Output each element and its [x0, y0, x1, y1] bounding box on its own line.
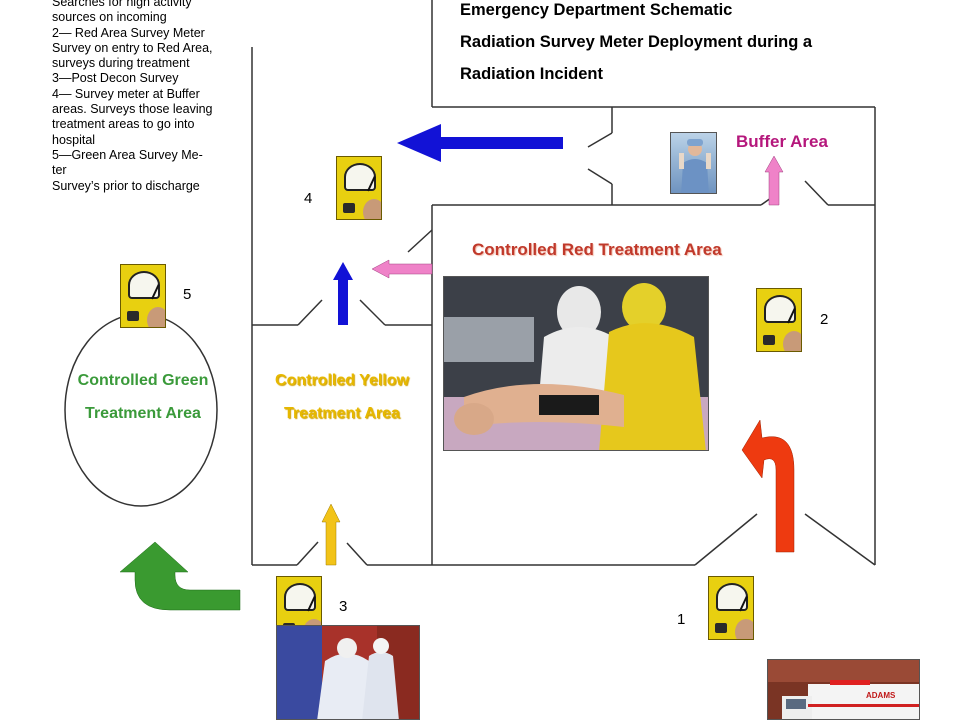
legend-line: hospital	[52, 132, 96, 147]
survey-meter-icon	[120, 264, 166, 328]
meter-number-1: 1	[677, 611, 686, 628]
meter-number-4: 4	[304, 190, 313, 207]
legend-line: 2— Red Area Survey Meter	[52, 25, 205, 40]
ambulance-text: ADAMS	[866, 691, 896, 700]
legend-line: treatment areas to go into	[52, 117, 195, 132]
survey-meter-icon	[708, 576, 754, 640]
green-area-label-2: Treatment Area	[85, 405, 201, 422]
buffer-area-label: Buffer Area	[736, 132, 828, 151]
legend-line: 3—Post Decon Survey	[52, 71, 179, 86]
ambulance-icon: ADAMS	[768, 660, 919, 719]
yellow-arrow-up	[321, 503, 341, 566]
legend-line: ter	[52, 163, 67, 178]
pink-arrow-up	[764, 155, 784, 206]
blue-arrow-up	[333, 262, 353, 325]
pink-arrow-left	[371, 259, 433, 279]
legend-line: 4— Survey meter at Buffer	[52, 86, 200, 101]
legend: Searches for high activity sources on in…	[52, 0, 252, 194]
survey-meter-icon	[336, 156, 382, 220]
legend-line: 5—Green Area Survey Me-	[52, 147, 203, 162]
legend-line: Survey on entry to Red Area,	[52, 40, 213, 55]
title-line-2: Radiation Survey Meter Deployment during…	[460, 33, 813, 51]
treatment-scene-icon	[444, 277, 708, 450]
meter-number-5: 5	[183, 286, 192, 303]
yellow-area-label-2: Treatment Area	[284, 405, 400, 422]
title-line-3: Radiation Incident	[460, 65, 604, 83]
decon-scene-icon	[277, 626, 419, 719]
decon-survey-photo	[276, 625, 420, 720]
survey-meter-icon	[756, 288, 802, 352]
title-line-1: Emergency Department Schematic	[460, 1, 733, 19]
staff-figure-icon	[679, 139, 711, 193]
blue-arrow-left	[397, 124, 563, 162]
legend-line: Searches for high activity	[52, 0, 192, 9]
ambulance-photo: ADAMS	[767, 659, 920, 720]
legend-line: surveys during treatment	[52, 56, 190, 71]
walls	[251, 0, 876, 566]
meter-number-3: 3	[339, 598, 348, 615]
legend-line: areas. Surveys those leaving	[52, 102, 213, 117]
red-area-treatment-photo	[443, 276, 709, 451]
legend-line: sources on incoming	[52, 10, 167, 25]
red-arrow-curve	[741, 419, 795, 553]
red-area-label: Controlled Red Treatment Area	[472, 240, 722, 259]
green-area-label-1: Controlled Green	[77, 372, 209, 389]
legend-line: Survey’s prior to discharge	[52, 178, 200, 193]
yellow-area-label-1: Controlled Yellow	[275, 372, 409, 389]
meter-number-2: 2	[820, 311, 829, 328]
green-arrow-curve	[119, 541, 241, 611]
buffer-staff-photo	[670, 132, 717, 194]
